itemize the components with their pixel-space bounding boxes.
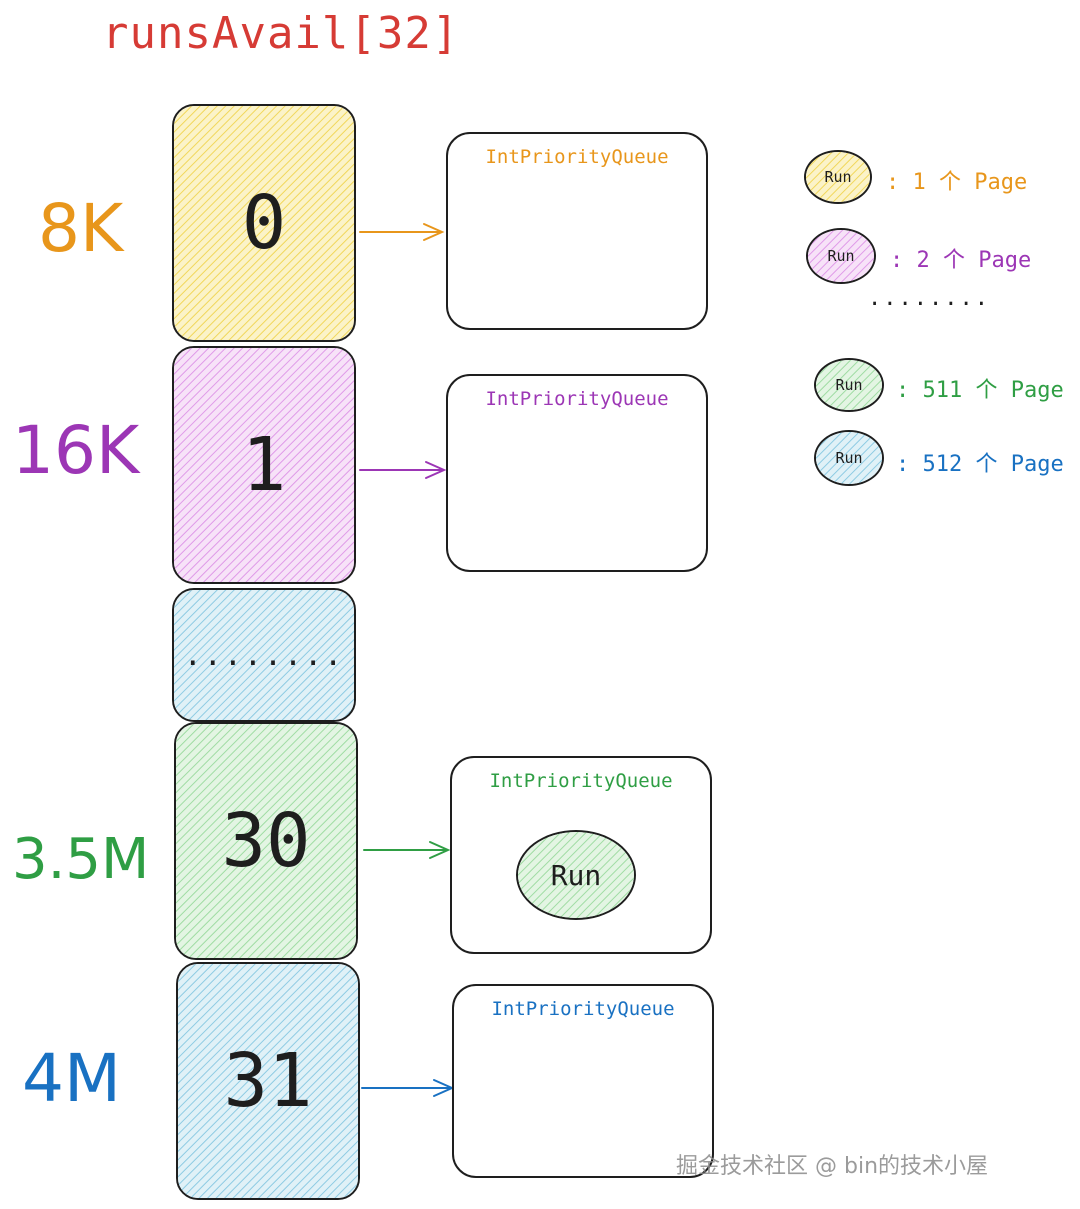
priority-queue-30: IntPriorityQueue Run [450,756,712,954]
slot-index-1: 1 [241,422,287,508]
legend-run-label: Run [824,168,852,186]
legend-text-2-page: : 2 个 Page [890,248,1032,273]
array-slot-31: 31 [176,962,360,1200]
legend-run-1-page: Run [804,150,872,204]
size-label-3-5m: 3.5M [12,827,150,892]
legend-run-label: Run [827,247,855,265]
array-slot-ellipsis: ........ [172,588,356,722]
queue-label-1: IntPriorityQueue [485,388,669,410]
arrow-slot-31 [361,1079,455,1097]
queue-label-30: IntPriorityQueue [489,770,673,792]
watermark: 掘金技术社区 @ bin的技术小屋 [676,1154,989,1179]
slot-index-0: 0 [241,180,287,266]
legend-text-512-page: : 512 个 Page [896,452,1064,477]
queue-label-0: IntPriorityQueue [485,146,669,168]
size-label-4m: 4M [22,1040,121,1117]
slot-index-30: 30 [221,798,311,884]
priority-queue-1: IntPriorityQueue [446,374,708,572]
legend-text-1-page: : 1 个 Page [886,170,1028,195]
diagram-title: runsAvail[32] [102,8,460,59]
arrow-slot-1 [359,461,447,479]
legend-run-511-page: Run [814,358,884,412]
array-slot-0: 0 [172,104,356,342]
size-label-8k: 8K [38,190,124,267]
legend-ellipsis: ........ [868,286,990,311]
legend-run-2-page: Run [806,228,876,284]
arrow-slot-0 [359,223,445,241]
run-node-label: Run [550,858,602,892]
size-label-16k: 16K [12,412,140,489]
queue-label-31: IntPriorityQueue [491,998,675,1020]
legend-run-512-page: Run [814,430,884,486]
legend-text-511-page: : 511 个 Page [896,378,1064,403]
slot-ellipsis-text: ........ [183,637,345,673]
legend-run-label: Run [835,449,863,467]
run-node-30: Run [516,830,636,920]
array-slot-30: 30 [174,722,358,960]
priority-queue-0: IntPriorityQueue [446,132,708,330]
legend-run-label: Run [835,376,863,394]
priority-queue-31: IntPriorityQueue [452,984,714,1178]
slot-index-31: 31 [223,1038,313,1124]
arrow-slot-30 [363,841,451,859]
array-slot-1: 1 [172,346,356,584]
